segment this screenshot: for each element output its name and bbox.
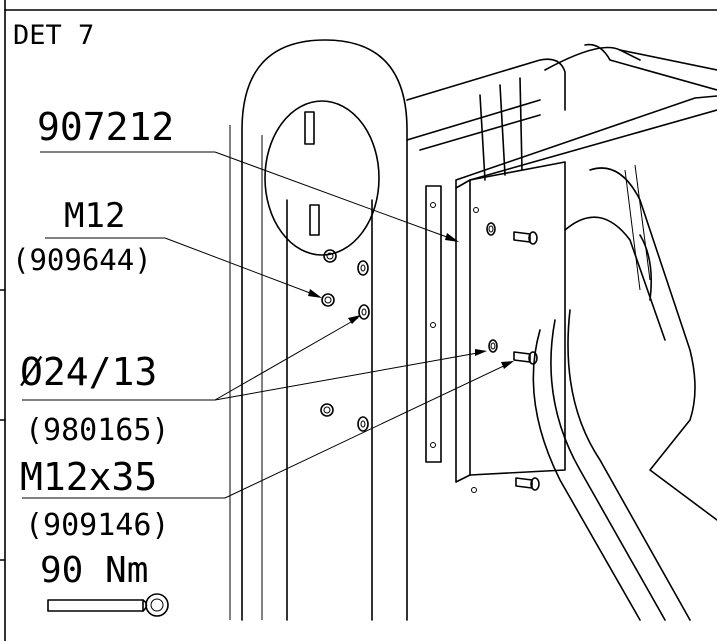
nut-part-number: (909644) [12,243,152,277]
torque-wrench-icon [47,593,169,617]
washer-part-number: (980165) [25,413,170,448]
leader-907212 [40,151,459,242]
upper-tube [406,43,717,181]
leader-washer [22,315,487,401]
round-plate [264,100,380,256]
nut-middle [321,293,335,307]
bolt-part-number: (909146) [25,508,170,543]
nut-size-label: M12 [64,196,125,236]
leader-m12x35-bolt [22,361,514,499]
nut-bottom [320,403,334,417]
bracket-strip [425,185,442,463]
washers [357,207,498,493]
bolt-middle [513,351,538,365]
nut-top [323,249,337,263]
washer-size-label: Ø24/13 [20,350,157,394]
bolt-lower [515,477,540,491]
mounting-plate [455,95,717,483]
bolt-size-label: M12x35 [20,455,157,499]
leader-m12-nut [45,237,322,298]
part-number-907212: 907212 [37,105,174,149]
right-arm [532,164,717,621]
detail-title: DET 7 [13,20,94,51]
torque-value: 90 Nm [40,550,148,591]
vertical-post [229,39,408,621]
bolt-upper [513,231,538,245]
